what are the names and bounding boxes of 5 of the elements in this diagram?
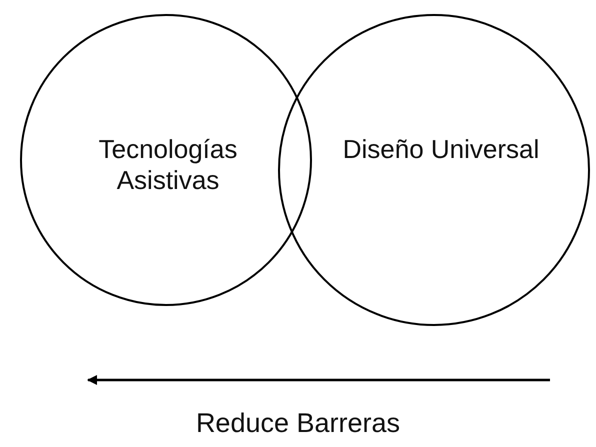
venn-circle — [278, 14, 590, 326]
caption-text: Reduce Barreras — [194, 408, 402, 439]
circle-label: Tecnologías Asistivas — [98, 134, 238, 196]
venn-circle — [20, 14, 312, 306]
circle-label: Diseño Universal — [342, 134, 540, 165]
